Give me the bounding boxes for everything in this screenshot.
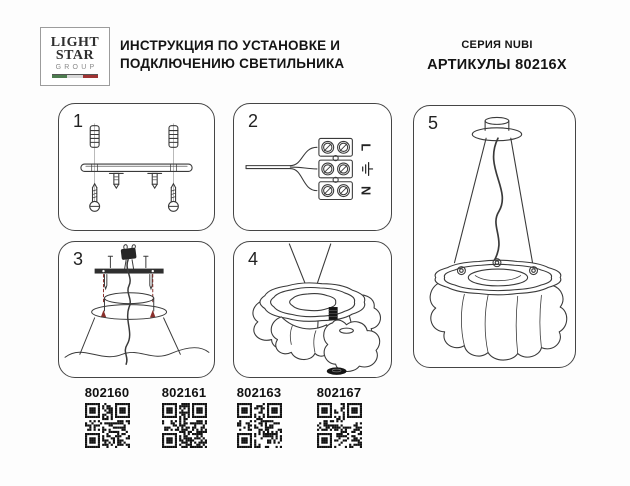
- step-number-2: 2: [248, 111, 259, 131]
- locking-nut: [326, 367, 347, 375]
- lightstar-logo: LIGHT STAR GROUP: [40, 27, 110, 86]
- step-number-4: 4: [248, 249, 259, 269]
- qr-code-icon: [161, 403, 207, 448]
- flag-mid-segment: [67, 74, 83, 78]
- cloud-lobe: [323, 319, 381, 372]
- article-column: 802167: [301, 385, 377, 453]
- title-line-2: ПОДКЛЮЧЕНИЮ СВЕТИЛЬНИКА: [120, 55, 345, 71]
- article-code: 802167: [316, 385, 362, 400]
- cloud-ring-outer: [259, 282, 366, 322]
- cloud-surface: [64, 347, 210, 358]
- hanging-stud-left: [108, 172, 124, 190]
- terminal-block: [318, 137, 353, 201]
- step-panel-3: 3: [58, 241, 215, 378]
- qr-code-icon: [84, 403, 130, 448]
- step-number-3: 3: [73, 249, 84, 269]
- power-cord: [492, 137, 504, 264]
- earth-ground-icon: [362, 161, 374, 176]
- article-code: 802161: [161, 385, 207, 400]
- power-cord: [124, 258, 131, 365]
- screw-right-icon: [167, 182, 179, 212]
- step-5-diagram: [429, 116, 568, 361]
- qr-code-icon: [236, 403, 282, 448]
- step-panel-4: 4: [233, 241, 392, 378]
- step-2-diagram: L N: [245, 137, 374, 201]
- article-column: 802161: [146, 385, 222, 453]
- series-label: СЕРИЯ NUBI: [461, 39, 533, 51]
- article-column: 802160: [69, 385, 145, 453]
- step-1-diagram: [80, 123, 193, 212]
- live-label: L: [359, 143, 374, 151]
- step-3-diagram: [64, 244, 210, 365]
- threaded-stud: [328, 307, 338, 320]
- article-code: 802160: [84, 385, 130, 400]
- canopy-cup: [91, 292, 168, 320]
- mounting-bracket: [80, 163, 193, 172]
- step-panel-5: 5: [413, 105, 576, 368]
- bar-screws: [103, 255, 153, 291]
- flag-red-segment: [83, 74, 98, 78]
- neutral-label: N: [359, 186, 374, 195]
- step-4-diagram: [252, 243, 381, 375]
- flag-green-segment: [52, 74, 67, 78]
- series-block: СЕРИЯ NUBI АРТИКУЛЫ 80216X: [417, 39, 577, 73]
- ceiling-canopy: [471, 116, 523, 142]
- hanging-stud-right: [147, 172, 163, 190]
- wall-plug-left-icon: [89, 125, 100, 148]
- suspension-cables: [288, 243, 332, 289]
- articles-heading: АРТИКУЛЫ 80216X: [427, 57, 567, 73]
- terminal-labels: L N: [359, 143, 374, 195]
- arrow-up-icon: [100, 309, 107, 318]
- qr-code-icon: [316, 403, 362, 448]
- mounting-bar: [94, 268, 164, 274]
- arrow-up-icon: [150, 309, 156, 318]
- wall-plug-right-icon: [168, 125, 179, 148]
- screw-left-icon: [89, 182, 101, 212]
- cloud-ring-outer: [434, 259, 562, 296]
- step-number-5: 5: [428, 113, 439, 133]
- italian-flag-stripe: [52, 73, 98, 78]
- step-number-1: 1: [73, 111, 84, 131]
- logo-word-star: STAR: [55, 47, 95, 63]
- step-panel-1: 1: [58, 103, 215, 231]
- article-code: 802163: [236, 385, 282, 400]
- ceiling-connector: [120, 244, 137, 270]
- logo-word-group: GROUP: [55, 63, 98, 71]
- cloud-ring-opening: [289, 293, 337, 312]
- cloud-body: [429, 281, 568, 361]
- title-line-1: ИНСТРУКЦИЯ ПО УСТАНОВКЕ И: [120, 38, 341, 53]
- article-column: 802163: [221, 385, 297, 453]
- diffuser-opening: [467, 268, 529, 287]
- cable-fittings: [456, 258, 539, 276]
- cord-hole: [339, 327, 354, 334]
- cloud-ring-inner: [443, 263, 553, 292]
- suspension-cables: [453, 137, 534, 264]
- step-panel-2: 2: [233, 103, 392, 231]
- page-title: ИНСТРУКЦИЯ ПО УСТАНОВКЕ И ПОДКЛЮЧЕНИЮ СВ…: [120, 37, 440, 72]
- shade-cone: [64, 317, 210, 358]
- logo-word-light: LIGHT: [50, 34, 100, 50]
- supply-cable: [245, 146, 318, 192]
